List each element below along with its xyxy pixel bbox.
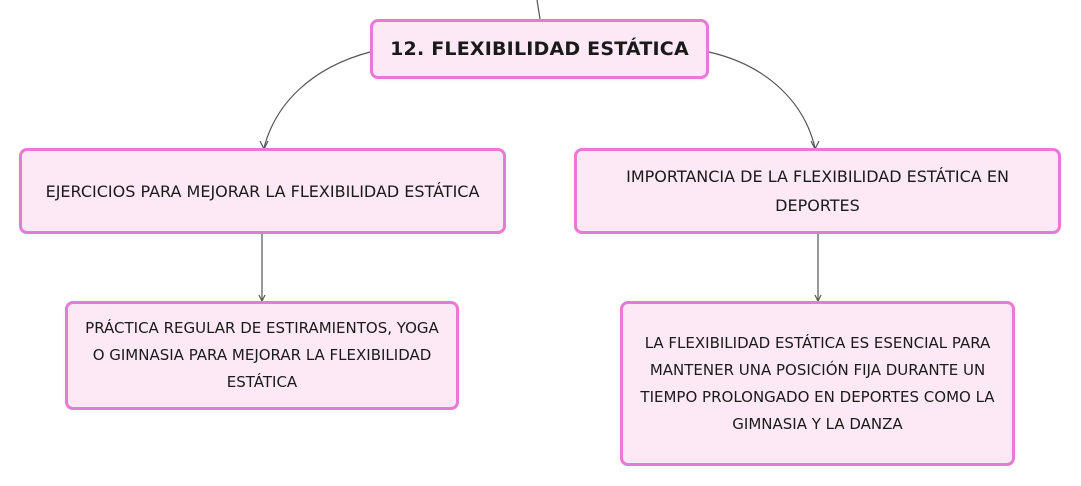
connector-root-left <box>263 51 371 149</box>
node-importance[interactable]: IMPORTANCIA DE LA FLEXIBILIDAD ESTÁTICA … <box>574 148 1061 234</box>
root-node[interactable]: 12. FLEXIBILIDAD ESTÁTICA <box>370 19 709 79</box>
node-exercises-detail[interactable]: PRÁCTICA REGULAR DE ESTIRAMIENTOS, YOGA … <box>65 301 459 410</box>
node-importance-detail-label: LA FLEXIBILIDAD ESTÁTICA ES ESENCIAL PAR… <box>640 333 995 433</box>
connector-parent <box>536 0 541 20</box>
root-node-label: 12. FLEXIBILIDAD ESTÁTICA <box>390 38 689 60</box>
node-importance-detail[interactable]: LA FLEXIBILIDAD ESTÁTICA ES ESENCIAL PAR… <box>620 301 1015 466</box>
node-importance-label: IMPORTANCIA DE LA FLEXIBILIDAD ESTÁTICA … <box>626 167 1009 215</box>
node-exercises[interactable]: EJERCICIOS PARA MEJORAR LA FLEXIBILIDAD … <box>19 148 506 234</box>
connector-root-right <box>708 51 816 149</box>
node-exercises-detail-label: PRÁCTICA REGULAR DE ESTIRAMIENTOS, YOGA … <box>85 319 439 391</box>
node-exercises-label: EJERCICIOS PARA MEJORAR LA FLEXIBILIDAD … <box>45 181 480 201</box>
